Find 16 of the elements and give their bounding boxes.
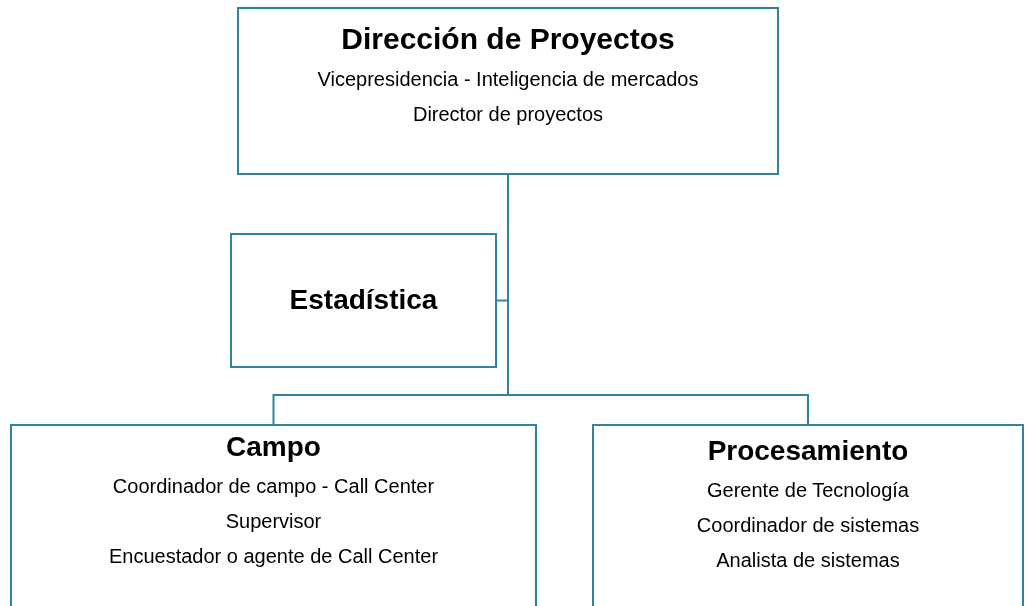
- role-text: Gerente de Tecnología: [707, 477, 909, 502]
- role-text: Coordinador de sistemas: [696, 512, 920, 537]
- role-text: Analista de sistemas: [716, 547, 900, 572]
- role-text: Director de proyectos: [412, 102, 604, 126]
- role-text: Vicepresidencia - Inteligencia de mercados: [317, 67, 699, 91]
- department-box: [237, 7, 779, 175]
- box-heading: Campo: [226, 430, 321, 464]
- area-box: [592, 424, 1024, 606]
- area-box: [10, 424, 537, 606]
- box-heading: Procesamiento: [707, 434, 909, 468]
- role-text: Encuestador o agente de Call Center: [108, 543, 439, 568]
- role-text: Coordinador de campo - Call Center: [112, 473, 435, 498]
- role-text: Supervisor: [225, 508, 322, 533]
- box-heading: Dirección de Proyectos: [341, 21, 675, 57]
- area-box: [230, 233, 497, 368]
- box-heading: Estadística: [289, 283, 438, 317]
